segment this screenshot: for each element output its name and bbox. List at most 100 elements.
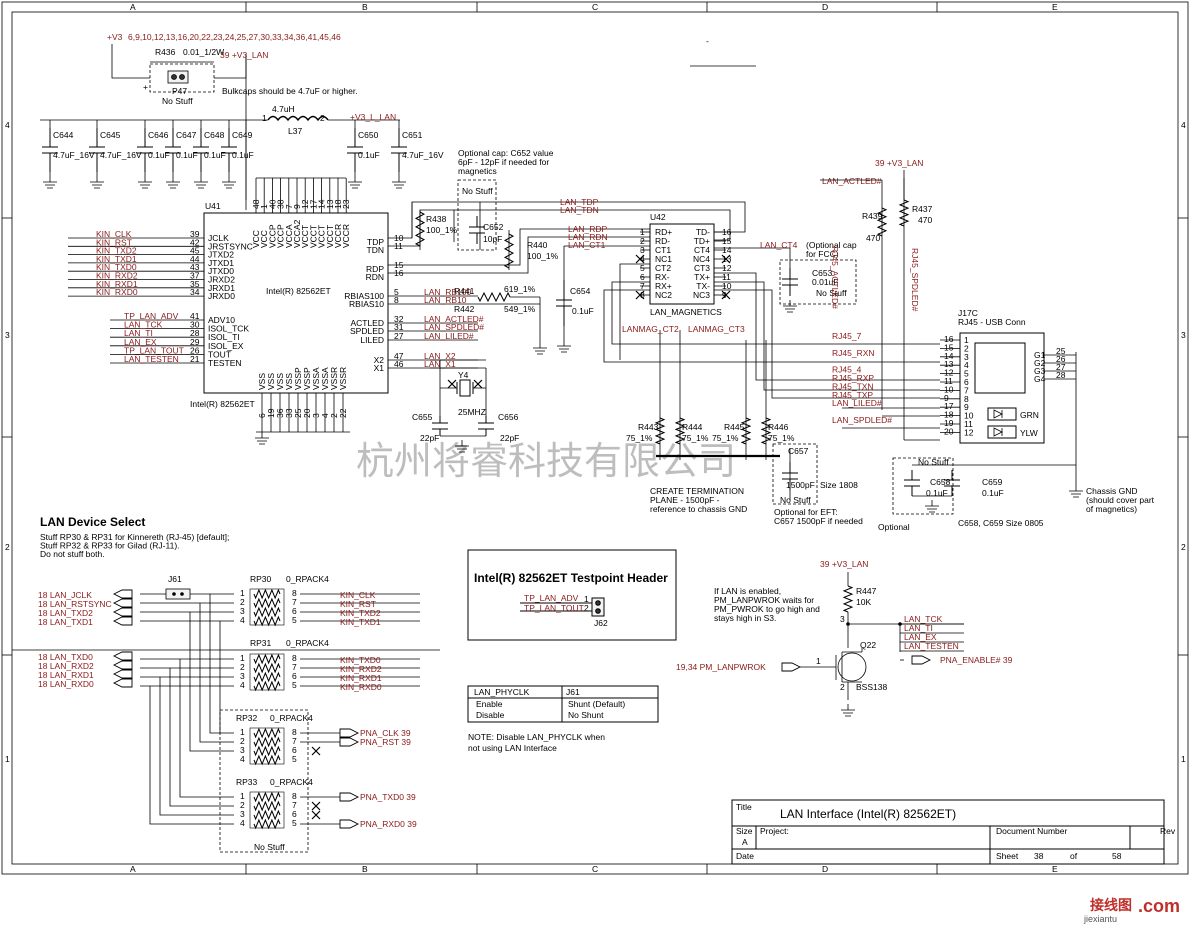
capacitor-symbol [42,128,58,172]
mag-pin-num: 3 [640,245,645,255]
tb-date-label: Date [736,851,754,861]
u41-bot-pin: VSSA [320,367,330,390]
pwrok-parts: If LAN is enabled,PM_LANPWROK waits forP… [676,559,1013,717]
u41-top-pin: VCC [259,230,269,248]
diff-pair-wires [388,179,791,340]
tp-pin: 1 [584,594,589,604]
rp30-ref: RP30 [250,574,272,584]
u41-net: LAN_TESTEN [124,354,179,364]
u41-bot-num: 25 [293,408,303,418]
u41-pin-num: 39 [190,229,200,239]
r437-val: 470 [918,215,932,225]
c659-val: 0.1uF [982,488,1004,498]
no-connect-mark [635,254,645,264]
device-select-note: Do not stuff both. [40,549,105,559]
logo-dotcom: .com [1138,896,1180,916]
u41-pin-name: ISOL_TI [208,332,240,342]
u41-net: KIN_RXD1 [96,279,138,289]
junction-dot [898,622,902,626]
j17-pin-num: 20 [944,426,954,436]
u41-net: LAN_EX [124,337,157,347]
rp-pin: 5 [292,754,297,764]
j17-net: RJ45_RXP [832,373,874,383]
u41-top-pin: VCC [251,230,261,248]
mag-pin-num: 7 [640,281,645,291]
cap-ref: C647 [176,130,197,140]
phyclk-note: not using LAN Interface [468,743,557,753]
crystal-symbol [456,379,474,397]
phyclk-header: J61 [566,687,580,697]
rpack-body [249,653,285,691]
cap-ref: C644 [53,130,74,140]
u41-net: LAN_TCK [124,320,163,330]
u41-bot-pin: VSS [284,373,294,390]
no-connect-mark [447,379,457,389]
j17-inner-num: 12 [964,427,974,437]
no-connect-mark [473,379,483,389]
capacitor-symbol [432,416,448,436]
q-pin: 2 [840,682,845,692]
frame-row-label: 3 [5,330,10,340]
term-res-ref: R443 [638,422,659,432]
y4-ref: Y4 [458,370,469,380]
rp31-val: 0_RPACK4 [286,638,329,648]
u41-top-num: 23 [341,199,351,209]
u41-top-pin: VCCT [308,225,318,248]
j17-pin-num: 17 [944,401,954,411]
j17-g-num: 25 [1056,346,1066,356]
resistor-symbol [253,791,281,803]
mag-pin-name: NC2 [655,290,672,300]
u41-pin-num: 8 [394,295,399,305]
u41-top-pin: VCCA [284,224,294,248]
termination-note: PLANE - 1500pF - [650,495,720,505]
ground-symbol [222,176,236,189]
ground-symbol [1069,485,1083,498]
u41-top-num: 18 [333,199,343,209]
offpage-connector [339,819,360,829]
u41-pin-name: ISOL_EX [208,341,244,351]
q-pin: 3 [840,614,845,624]
mag-pin-name: TX+ [694,272,710,282]
net-v3-l-lan: +V3_L_LAN [350,112,396,122]
rp-pin: 1 [240,791,245,801]
tb-title: LAN Interface (Intel(R) 82562ET) [780,807,956,821]
j17-net: RJ45_7 [832,331,862,341]
net-lan-rdn: LAN_RDN [568,232,608,242]
frame-row-label: 1 [1181,754,1186,764]
j17-ref: J17C [958,308,978,318]
resistor-symbol [253,745,281,757]
u41-pin-name: RDP [366,264,384,274]
j17-name: RJ45 - USB Conn [958,317,1026,327]
testpoint-net: TP_LAN_ADV [524,593,579,603]
u41-pin-name: TDN [367,245,384,255]
tb-of: 58 [1112,851,1122,861]
u41-pin-name: JRXD1 [208,283,235,293]
rp-pin: 3 [240,745,245,755]
rp33-ref: RP33 [236,777,258,787]
c652-note: Optional cap: C652 value [458,148,554,158]
pna-enable: PNA_ENABLE# 39 [940,655,1013,665]
u41-pin-name: TDP [367,237,384,247]
capacitor-symbol [193,128,209,172]
select-left-net: 18 LAN_TXD1 [38,617,93,627]
j17-pin-num: 15 [944,342,954,352]
c658-val: 0.1uF [926,488,948,498]
no-connect-mark [311,810,321,820]
mag-pin-name: CT2 [655,263,671,273]
resistor-symbol [253,588,281,600]
capacitor-symbol [137,128,153,172]
j61-ref: J61 [168,574,182,584]
resistor-symbol [253,818,281,830]
mag-pin-num: 4 [640,254,645,264]
r442-val: 549_1% [504,304,536,314]
j17-inner-num: 5 [964,369,969,379]
frame-col-label: A [130,2,136,12]
rp-pin: 2 [240,736,245,746]
net-rj45-actled: RJ45_ACTLED# [830,246,840,309]
r438-val: 100_1% [426,225,458,235]
u41-bot-num: 19 [266,408,276,418]
ground-symbol [455,440,469,453]
termination-wires [603,178,1077,515]
offpage-connector [339,737,360,747]
